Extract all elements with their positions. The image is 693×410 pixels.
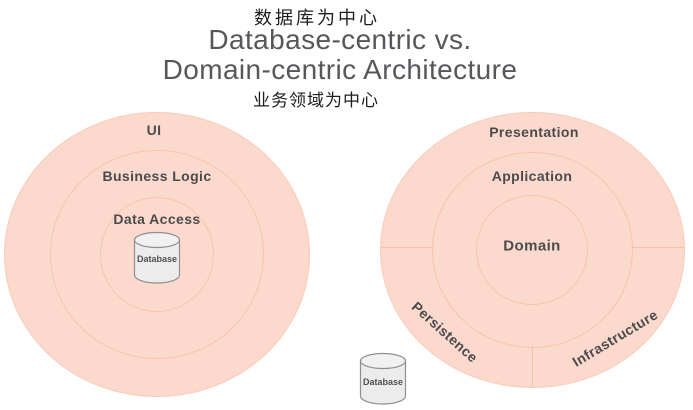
segment-divider-bottom bbox=[532, 347, 533, 387]
title-line-1: Database-centric vs. bbox=[208, 24, 472, 55]
chinese-caption-domain-centric: 业务领域为中心 bbox=[253, 91, 379, 110]
database-cylinder-label: Database bbox=[137, 254, 177, 264]
layer-label-presentation: Presentation bbox=[489, 124, 579, 140]
segment-divider-left bbox=[381, 247, 433, 248]
left-middle-ring-business-logic bbox=[50, 150, 264, 359]
external-database-cylinder-icon: Database bbox=[359, 352, 407, 405]
layer-label-business-logic: Business Logic bbox=[102, 168, 212, 184]
segment-divider-right bbox=[632, 247, 684, 248]
page-title: Database-centric vs. Domain-centric Arch… bbox=[0, 25, 680, 85]
layer-label-ui: UI bbox=[146, 122, 162, 138]
external-database-cylinder-label: Database bbox=[363, 377, 403, 387]
layer-label-domain: Domain bbox=[503, 237, 561, 255]
database-cylinder-icon: Database bbox=[133, 231, 181, 284]
title-line-2: Domain-centric Architecture bbox=[162, 54, 518, 85]
chinese-caption-database-centric: 数据库为中心 bbox=[254, 8, 380, 28]
right-inner-ring-domain bbox=[476, 195, 588, 305]
layer-label-application: Application bbox=[491, 168, 573, 184]
layer-label-data-access: Data Access bbox=[113, 211, 201, 227]
left-inner-ring-data-access bbox=[100, 197, 214, 312]
